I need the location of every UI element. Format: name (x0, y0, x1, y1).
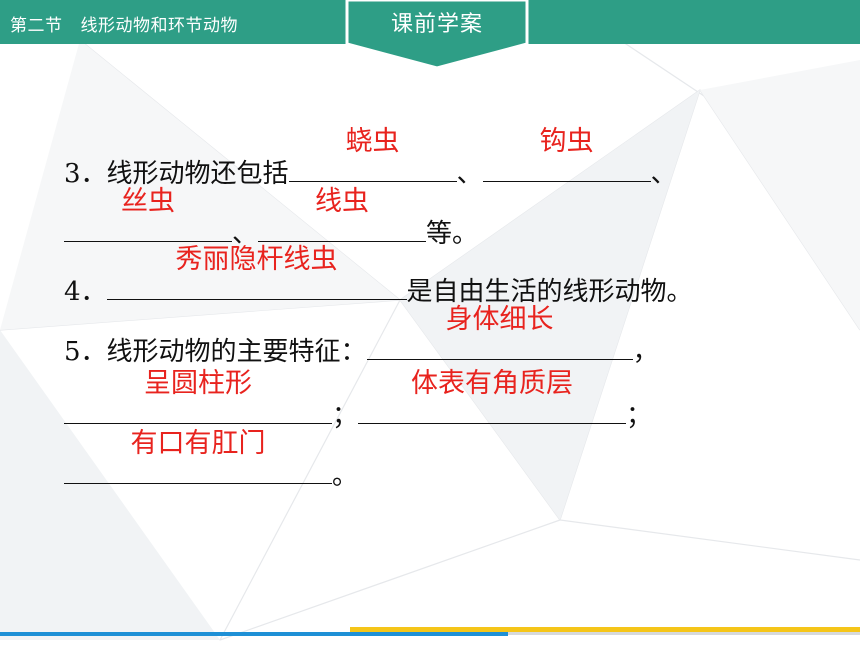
q5-answer-2: 呈圆柱形 (144, 368, 252, 399)
q3-answer-2: 钩虫 (539, 126, 594, 157)
q4-line: 4． 秀丽隐杆线虫是自由生活的线形动物。 (64, 244, 693, 312)
q5-number: 5． (64, 337, 107, 367)
q5-blank-2[interactable]: 呈圆柱形 (64, 368, 332, 424)
q5-semi-1: ； (332, 401, 359, 431)
q5-line-2: 呈圆柱形 ； 体表有角质层 ； (64, 368, 653, 436)
q3-end: 等。 (426, 219, 479, 249)
q5-end: 。 (332, 461, 359, 491)
header-title: 第二节线形动物和环节动物 (10, 11, 238, 36)
footer-line-yellow (350, 627, 860, 632)
q5-line-3: 有口有肛门。 (64, 428, 359, 496)
q5-comma: ， (632, 337, 659, 367)
q3-number: 3． (64, 159, 107, 189)
q3-answer-1: 蛲虫 (345, 126, 400, 157)
q4-text: 是自由生活的线形动物。 (406, 277, 693, 307)
badge-shape (345, 0, 529, 70)
q3-line-2: 丝虫、 线虫等。 (64, 186, 479, 254)
q3-blank-3[interactable]: 丝虫 (64, 186, 232, 242)
q5-blank-4[interactable]: 有口有肛门 (64, 428, 332, 484)
q3-line-1: 3．线形动物还包括 蛲虫、 钩虫、 (64, 126, 677, 194)
q5-answer-1: 身体细长 (445, 304, 554, 335)
q5-blank-3[interactable]: 体表有角质层 (358, 368, 627, 424)
section-badge: 课前学案 (345, 0, 529, 70)
section-label: 第二节 (10, 16, 63, 36)
q3-sep-3: 、 (232, 219, 259, 249)
q3-answer-3: 丝虫 (121, 186, 175, 217)
q5-semi-2: ； (626, 401, 653, 431)
q3-answer-4: 线虫 (315, 186, 370, 217)
q5-answer-4: 有口有肛门 (130, 428, 266, 459)
q3-text: 线形动物还包括 (106, 159, 289, 189)
q5-answer-3: 体表有角质层 (411, 368, 574, 399)
q5-line-1: 5．线形动物的主要特征： 身体细长 ， (64, 304, 659, 372)
badge-label: 课前学案 (390, 12, 483, 37)
q4-number: 4． (64, 277, 107, 307)
q3-blank-1[interactable]: 蛲虫 (288, 126, 457, 182)
footer-line-blue (0, 632, 508, 636)
q3-sep-2: 、 (650, 159, 677, 189)
q4-answer: 秀丽隐杆线虫 (175, 244, 338, 275)
q3-blank-4[interactable]: 线虫 (258, 186, 427, 242)
chapter-title: 线形动物和环节动物 (80, 16, 238, 36)
q4-blank[interactable]: 秀丽隐杆线虫 (106, 244, 407, 300)
q3-blank-2[interactable]: 钩虫 (482, 126, 651, 182)
q5-text: 线形动物的主要特征： (106, 337, 367, 367)
q5-blank-1[interactable]: 身体细长 (366, 304, 633, 360)
q3-sep-1: 、 (456, 159, 483, 189)
